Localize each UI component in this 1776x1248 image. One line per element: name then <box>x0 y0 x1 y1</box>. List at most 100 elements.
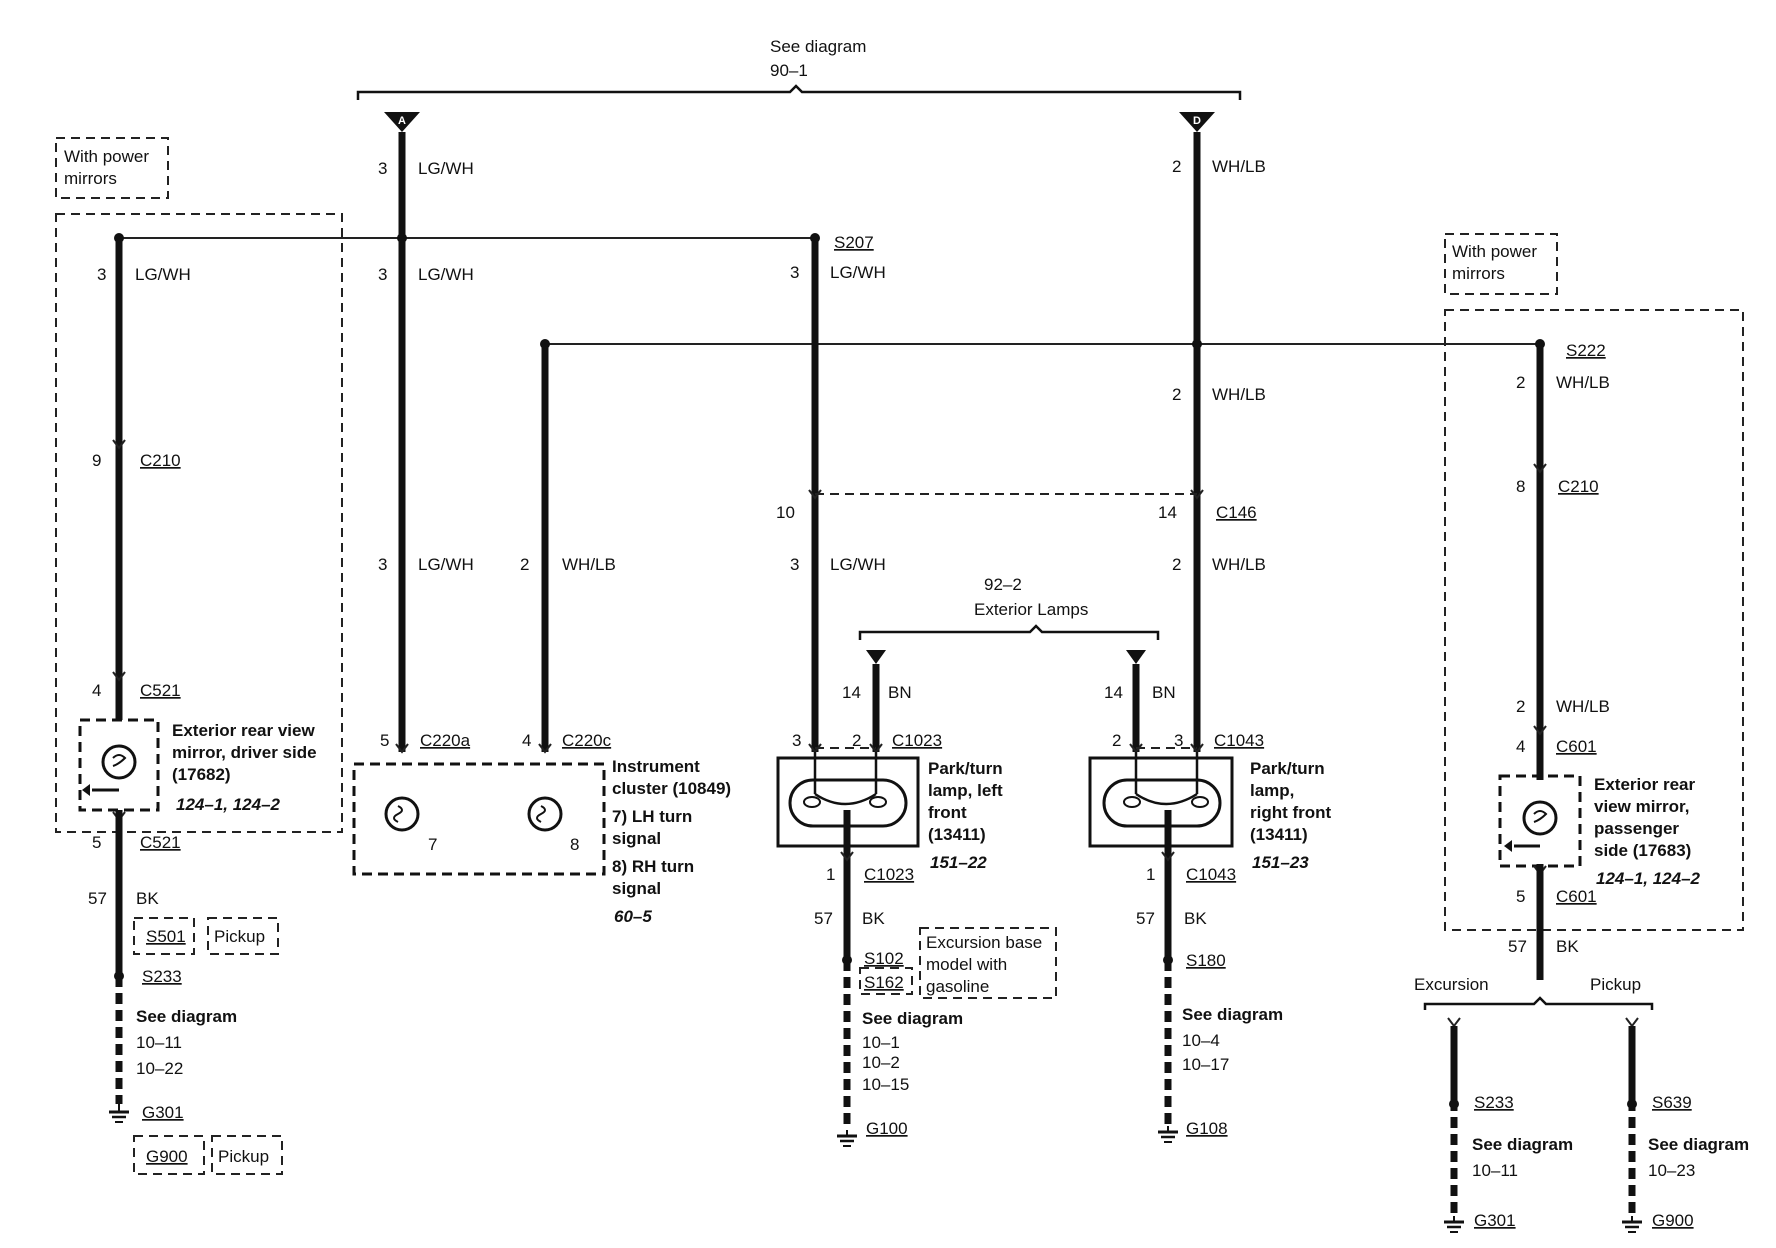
svg-text:4: 4 <box>1516 737 1525 756</box>
svg-text:57: 57 <box>814 909 833 928</box>
svg-text:See diagram: See diagram <box>1472 1135 1573 1154</box>
svg-text:C1043: C1043 <box>1214 731 1264 750</box>
svg-text:S501: S501 <box>146 927 186 946</box>
svg-text:G301: G301 <box>142 1103 184 1122</box>
wire-color: WH/LB <box>562 555 616 574</box>
svg-text:C521: C521 <box>140 833 181 852</box>
svg-text:57: 57 <box>88 889 107 908</box>
bn-connector-left <box>866 650 886 664</box>
svg-text:(17682): (17682) <box>172 765 231 784</box>
svg-text:Park/turn: Park/turn <box>1250 759 1325 778</box>
svg-text:7) LH turn: 7) LH turn <box>612 807 692 826</box>
svg-text:view mirror,: view mirror, <box>1594 797 1689 816</box>
wire-pin: 2 <box>1516 697 1525 716</box>
connector-d-label: D <box>1193 115 1201 127</box>
mirror-passenger-side: 4 C601 Exterior rear view mirror, passen… <box>1498 725 1701 906</box>
svg-text:Pickup: Pickup <box>214 927 265 946</box>
wire-color: BN <box>888 683 912 702</box>
svg-text:C1023: C1023 <box>864 865 914 884</box>
svg-text:10–17: 10–17 <box>1182 1055 1229 1074</box>
svg-text:See diagram: See diagram <box>862 1009 963 1028</box>
svg-text:10: 10 <box>776 503 795 522</box>
svg-text:1: 1 <box>1146 865 1155 884</box>
wire-color: WH/LB <box>1212 157 1266 176</box>
wire-color: LG/WH <box>418 159 474 178</box>
svg-text:model with: model with <box>926 955 1007 974</box>
svg-text:Exterior rear: Exterior rear <box>1594 775 1695 794</box>
ground-path-c1043: 1 C1043 57 BK S180 See diagram 10–4 10–1… <box>1136 810 1283 1143</box>
svg-text:8: 8 <box>1516 477 1525 496</box>
wire-pin: 2 <box>520 555 529 574</box>
svg-text:signal: signal <box>612 879 661 898</box>
svg-text:3: 3 <box>792 731 801 750</box>
svg-text:(13411): (13411) <box>928 825 986 844</box>
svg-text:passenger: passenger <box>1594 819 1679 838</box>
wire-pin: 57 <box>1508 937 1527 956</box>
ground-icon <box>1444 1216 1464 1233</box>
svg-text:mirror, driver side: mirror, driver side <box>172 743 317 762</box>
splice-s222-label: S222 <box>1566 341 1606 360</box>
svg-text:7: 7 <box>428 835 437 854</box>
svg-text:8: 8 <box>570 835 579 854</box>
svg-text:5: 5 <box>380 731 389 750</box>
svg-text:151–23: 151–23 <box>1252 853 1309 872</box>
ground-path-pickup: S639 See diagram 10–23 G900 <box>1622 1026 1749 1233</box>
option-box-power-mirrors-left <box>55 137 169 199</box>
splice-dot <box>397 233 407 243</box>
svg-text:1: 1 <box>826 865 835 884</box>
svg-text:C1023: C1023 <box>892 731 942 750</box>
svg-text:Exterior rear view: Exterior rear view <box>172 721 315 740</box>
wire-color: BK <box>1556 937 1579 956</box>
svg-text:S102: S102 <box>864 949 904 968</box>
wire-pin: 3 <box>790 555 799 574</box>
svg-text:124–1, 124–2: 124–1, 124–2 <box>176 795 281 814</box>
bn-connector-right <box>1126 650 1146 664</box>
wire-color: WH/LB <box>1556 697 1610 716</box>
wire-pin: 14 <box>1104 683 1123 702</box>
optional-region-right <box>1444 309 1744 931</box>
connector-c210-left: 9 C210 <box>92 439 181 470</box>
svg-text:4: 4 <box>522 731 531 750</box>
ground-path-left: 57 BK S501 Pickup S233 See diagram 10–11… <box>88 810 283 1175</box>
svg-text:C210: C210 <box>1558 477 1599 496</box>
svg-text:Pickup: Pickup <box>1590 975 1641 994</box>
svg-text:Excursion base: Excursion base <box>926 933 1042 952</box>
svg-text:S233: S233 <box>1474 1093 1514 1112</box>
svg-text:14: 14 <box>1158 503 1177 522</box>
svg-text:See diagram: See diagram <box>1648 1135 1749 1154</box>
svg-text:G108: G108 <box>1186 1119 1228 1138</box>
rh-turn-bulb-icon <box>527 796 563 832</box>
svg-text:10–4: 10–4 <box>1182 1031 1220 1050</box>
svg-text:C1043: C1043 <box>1186 865 1236 884</box>
svg-text:BK: BK <box>136 889 159 908</box>
svg-text:92–2: 92–2 <box>984 575 1022 594</box>
svg-text:151–22: 151–22 <box>930 853 987 872</box>
svg-text:9: 9 <box>92 451 101 470</box>
svg-text:BK: BK <box>1184 909 1207 928</box>
mirror-driver-box <box>78 718 160 812</box>
wire-pin: 3 <box>378 159 387 178</box>
top-ref-title: See diagram <box>770 37 866 56</box>
svg-text:5: 5 <box>1516 887 1525 906</box>
svg-text:10–23: 10–23 <box>1648 1161 1695 1180</box>
svg-text:front: front <box>928 803 967 822</box>
svg-text:2: 2 <box>1112 731 1121 750</box>
svg-text:(13411): (13411) <box>1250 825 1308 844</box>
splice-dot <box>540 339 550 349</box>
svg-text:10–2: 10–2 <box>862 1053 900 1072</box>
svg-text:Park/turn: Park/turn <box>928 759 1003 778</box>
svg-text:lamp, left: lamp, left <box>928 781 1003 800</box>
svg-text:signal: signal <box>612 829 661 848</box>
svg-text:C601: C601 <box>1556 737 1597 756</box>
lamp-right-box <box>1088 756 1234 848</box>
option-text: With power <box>64 147 149 166</box>
splice-dot-s222 <box>1535 339 1545 349</box>
svg-text:S233: S233 <box>142 967 182 986</box>
svg-text:10–22: 10–22 <box>136 1059 183 1078</box>
optional-region-left <box>55 213 343 833</box>
wire-pin: 3 <box>97 265 106 284</box>
svg-text:S162: S162 <box>864 973 904 992</box>
svg-text:8) RH turn: 8) RH turn <box>612 857 694 876</box>
splice-dot <box>1192 339 1202 349</box>
